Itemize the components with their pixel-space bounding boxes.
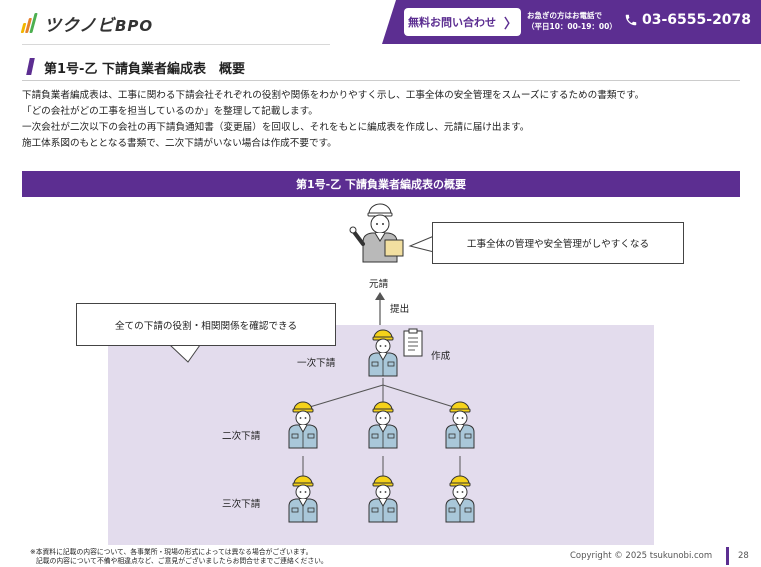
bubble-tail <box>408 235 435 253</box>
title-divider <box>22 80 740 81</box>
logo[interactable]: ツクノビBPO <box>20 10 154 36</box>
description-line: 下請負業者編成表は、工事に関わる下請会社それぞれの役割や関係をわかりやすく示し、… <box>22 90 645 101</box>
description-line: 施工体系図のもととなる書類で、二次下請がいない場合は作成不要です。 <box>22 138 337 149</box>
phone-hours-note: お急ぎの方はお電話で （平日10：00-19：00） <box>527 11 617 31</box>
sanji-worker-figure <box>368 475 398 523</box>
niji-worker-figure <box>288 401 318 449</box>
page-number: 28 <box>738 551 749 561</box>
speech-bubble-roles: 全ての下請の役割・相関関係を確認できる <box>76 303 336 346</box>
bubble-tail <box>169 344 201 363</box>
description-line: 「どの会社がどの工事を担当しているのか」を整理して記載します。 <box>22 106 318 117</box>
submit-arrow-icon <box>375 292 385 325</box>
page-title: 第1号-乙 下請負業者編成表 概要 <box>44 62 245 77</box>
header-divider <box>22 44 330 45</box>
footer-note: ※本資料に記載の内容について、各事業所・現場の形式によっては異なる場合がございま… <box>30 548 328 565</box>
copyright: Copyright © 2025 tsukunobi.com <box>570 551 713 561</box>
speech-bubble-management: 工事全体の管理や安全管理がしやすくなる <box>432 222 684 264</box>
ichiji-worker-figure <box>368 329 398 377</box>
chevron-right-icon: 〉 <box>503 16 517 32</box>
label-ichiji: 一次下請 <box>297 358 336 369</box>
label-motouke: 元請 <box>369 279 389 290</box>
motouke-figure <box>349 203 404 263</box>
phone-number: 03-6555-2078 <box>642 12 752 28</box>
label-sakusei: 作成 <box>431 351 451 362</box>
description: 下請負業者編成表は、工事に関わる下請会社それぞれの役割や関係をわかりやすく示し、… <box>22 88 752 152</box>
sanji-worker-figure <box>288 475 318 523</box>
sanji-worker-figure <box>445 475 475 523</box>
phone-link[interactable]: 03-6555-2078 <box>624 12 751 28</box>
label-sanji: 三次下請 <box>222 499 261 510</box>
niji-worker-figure <box>445 401 475 449</box>
diagram-heading: 第1号-乙 下請負業者編成表の概要 <box>22 171 740 197</box>
phone-icon <box>625 14 637 26</box>
contact-button-label: 無料お問い合わせ <box>407 16 496 29</box>
org-connectors <box>302 378 461 482</box>
niji-worker-figure <box>368 401 398 449</box>
document-icon <box>403 328 423 357</box>
label-niji: 二次下請 <box>222 431 261 442</box>
logo-text: ツクノビBPO <box>44 15 154 36</box>
page-accent <box>726 547 729 565</box>
label-teishutsu: 提出 <box>390 304 410 315</box>
contact-button[interactable]: 無料お問い合わせ 〉 <box>404 8 521 36</box>
description-line: 一次会社が二次以下の会社の再下請負通知書（変更届）を回収し、それをもとに編成表を… <box>22 122 530 133</box>
